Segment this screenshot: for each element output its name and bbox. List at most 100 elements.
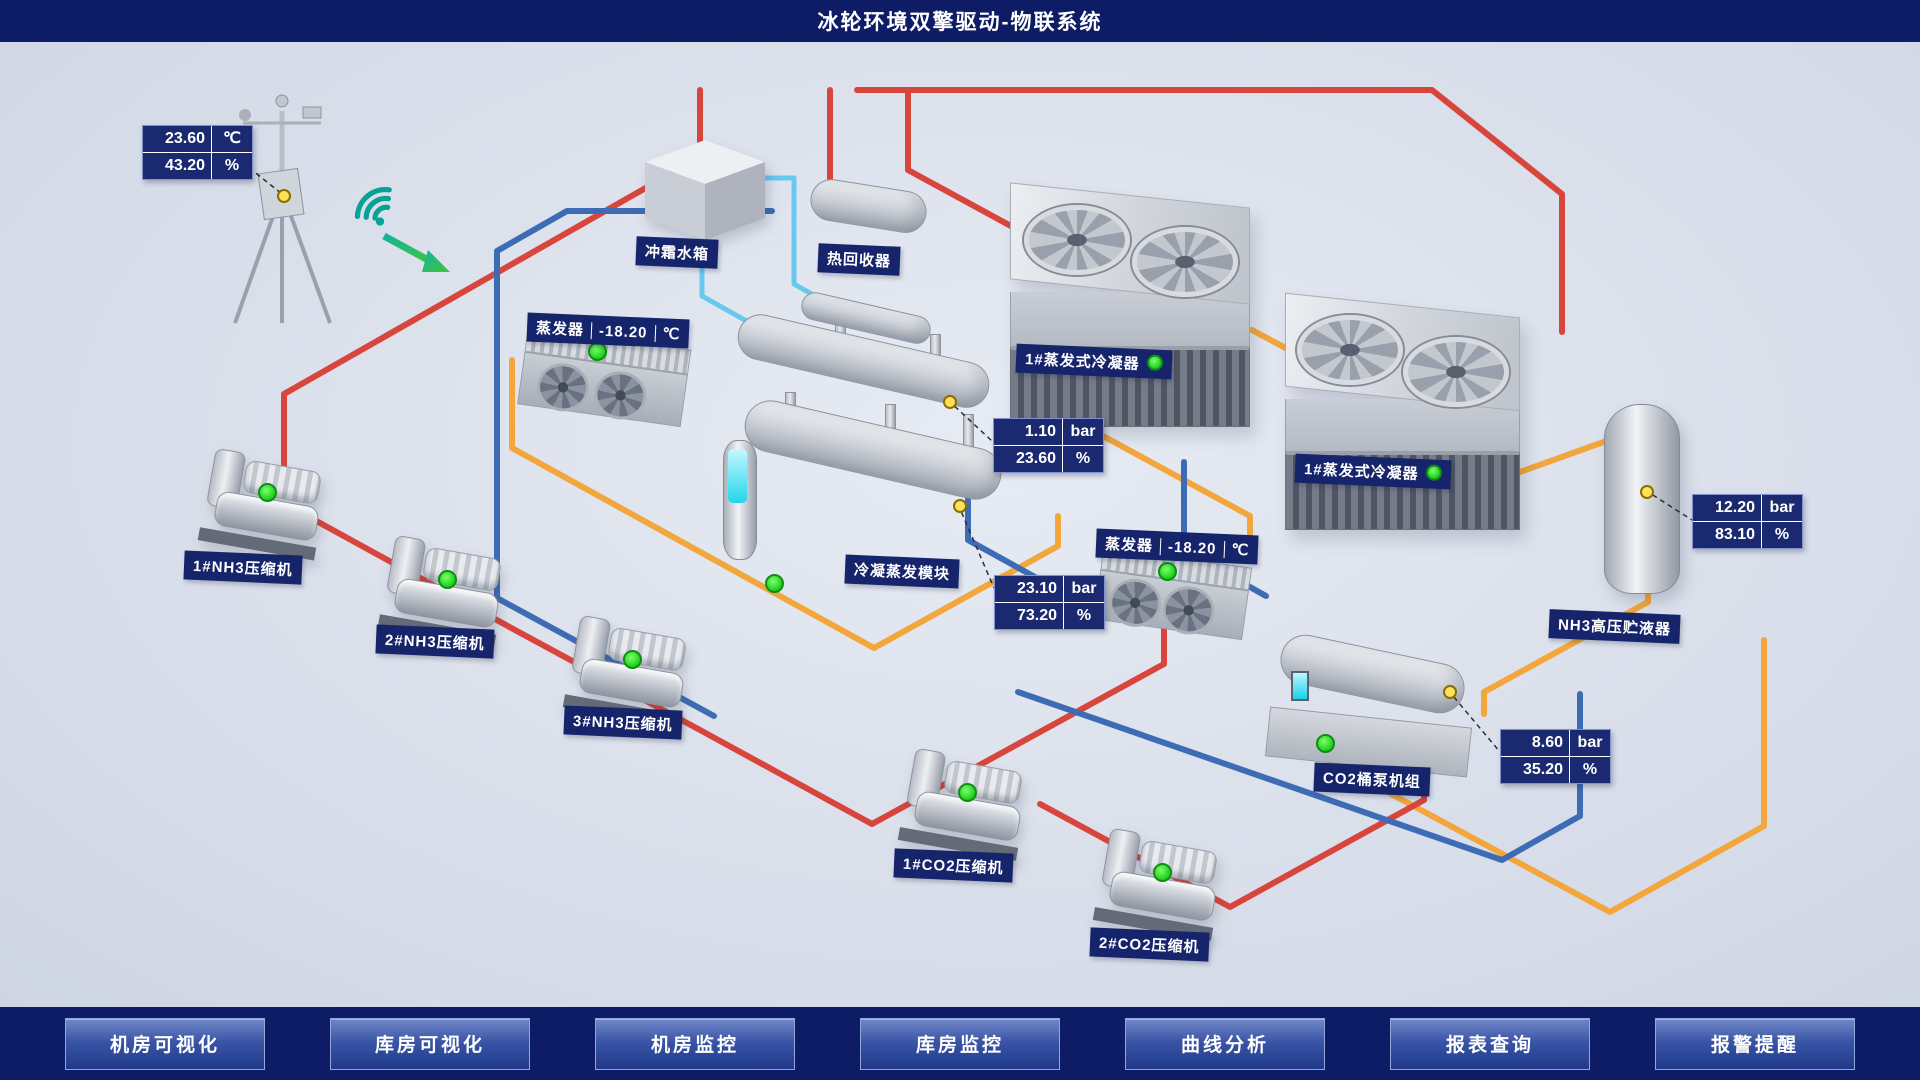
gauge-module-upper: 1.10 bar 23.60 % (993, 418, 1104, 473)
label-nh3-receiver: NH3高压贮液器 (1548, 609, 1681, 644)
gauge-row: 23.60 % (994, 445, 1103, 472)
status-dot (623, 650, 642, 669)
nav-alarm-reminder[interactable]: 报警提醒 (1655, 1017, 1855, 1070)
status-dot (958, 783, 977, 802)
fan-icon (1297, 315, 1403, 385)
gauge-row: 8.60 bar (1501, 730, 1610, 756)
gauge-unit: bar (1769, 499, 1795, 516)
evaporator-temp: -18.20 (590, 322, 648, 342)
sensor-marker (1443, 685, 1457, 699)
label-co2-compressor-2: 2#CO2压缩机 (1089, 927, 1210, 962)
evap-condenser-1-unit[interactable] (1010, 182, 1250, 427)
gauge-unit: % (1075, 450, 1091, 467)
gauge-row: 12.20 bar (1693, 495, 1802, 521)
wifi-icon (354, 186, 392, 226)
page-title: 冰轮环境双擎驱动-物联系统 (817, 11, 1103, 34)
gauge-value: 12.20 (1693, 495, 1762, 521)
liquid-level-indicator (1291, 671, 1309, 701)
co2-compressor-1-unit[interactable] (897, 743, 1033, 864)
gauge-value: 23.60 (143, 126, 212, 152)
gauge-nh3-receiver: 12.20 bar 83.10 % (1692, 494, 1803, 549)
defrost-tank-unit[interactable] (645, 140, 765, 240)
gauge-unit: ℃ (223, 130, 241, 147)
co2-compressor-2-unit[interactable] (1092, 823, 1228, 944)
condenser-name: 1#蒸发式冷凝器 (1024, 351, 1140, 373)
label-nh3-compressor-2: 2#NH3压缩机 (375, 624, 495, 659)
plant-scene: 23.60 ℃ 43.20 % 冲霜水箱 热回收器 (0, 42, 1920, 1007)
sensor-marker (953, 499, 967, 513)
bottom-nav: 机房可视化 库房可视化 机房监控 库房监控 曲线分析 报表查询 报警提醒 (0, 1007, 1920, 1080)
status-dot (1158, 562, 1177, 581)
nav-report-query[interactable]: 报表查询 (1390, 1017, 1590, 1070)
nav-curve-analysis[interactable]: 曲线分析 (1125, 1017, 1325, 1070)
nav-warehouse-visualization[interactable]: 库房可视化 (330, 1017, 530, 1070)
gauge-row: 35.20 % (1501, 756, 1610, 783)
module-vessel (739, 395, 1007, 505)
liquid-level-indicator (728, 449, 747, 504)
nh3-compressor-1-unit[interactable] (197, 444, 331, 565)
gauge-value: 73.20 (995, 603, 1064, 629)
gauge-row: 73.20 % (995, 602, 1104, 629)
evaporator-temp: -18.20 (1159, 538, 1217, 558)
anemometer-icon (239, 109, 251, 121)
gauge-unit: % (224, 157, 240, 174)
status-dot (1316, 734, 1335, 753)
sensor-marker (277, 189, 291, 203)
evaporator-temp-unit: ℃ (654, 325, 681, 344)
sensor-marker (1640, 485, 1654, 499)
label-heat-recovery: 热回收器 (817, 243, 901, 276)
co2-pump-unit[interactable] (1261, 630, 1476, 778)
nav-machine-room-monitoring[interactable]: 机房监控 (595, 1017, 795, 1070)
gauge-value: 1.10 (994, 419, 1063, 445)
gauge-unit: % (1582, 761, 1598, 778)
sensor-head-icon (275, 94, 289, 108)
gauge-ambient: 23.60 ℃ 43.20 % (142, 125, 253, 180)
gauge-unit: bar (1071, 580, 1097, 597)
status-dot (438, 570, 457, 589)
sensor-marker (943, 395, 957, 409)
status-dot (258, 483, 277, 502)
label-defrost-tank: 冲霜水箱 (635, 236, 719, 269)
fan-icon (1403, 337, 1509, 407)
evaporator-temp-unit: ℃ (1223, 541, 1250, 560)
weather-station[interactable] (215, 85, 350, 330)
label-co2-pump-unit: CO2桶泵机组 (1313, 762, 1431, 797)
fan-icon (1024, 205, 1130, 275)
module-column (723, 440, 757, 560)
gauge-module-lower: 23.10 bar 73.20 % (994, 575, 1105, 630)
evap-condenser-2-unit[interactable] (1285, 292, 1520, 530)
gauge-unit: % (1774, 526, 1790, 543)
nh3-receiver-unit[interactable] (1604, 404, 1680, 594)
gauge-value: 23.60 (994, 446, 1063, 472)
sensor-box-icon (302, 106, 322, 119)
cond-evap-module-unit[interactable] (715, 289, 1015, 587)
fan-icon (533, 359, 593, 415)
gauge-unit: bar (1070, 423, 1096, 440)
label-co2-compressor-1: 1#CO2压缩机 (893, 848, 1014, 883)
gauge-row: 1.10 bar (994, 419, 1103, 445)
gauge-co2-pump: 8.60 bar 35.20 % (1500, 729, 1611, 784)
status-dot (1153, 863, 1172, 882)
nav-machine-room-visualization[interactable]: 机房可视化 (65, 1017, 265, 1070)
gauge-row: 23.10 bar (995, 576, 1104, 602)
label-cond-evap-module: 冷凝蒸发模块 (844, 554, 960, 589)
gauge-row: 23.60 ℃ (143, 126, 252, 152)
label-nh3-compressor-3: 3#NH3压缩机 (563, 705, 683, 740)
evaporator-name: 蒸发器 (535, 319, 585, 339)
fan-icon (1132, 227, 1238, 297)
title-bar: 冰轮环境双擎驱动-物联系统 (0, 0, 1920, 42)
fan-icon (591, 367, 650, 423)
signal-arrow-icon (382, 232, 450, 272)
gauge-value: 43.20 (143, 153, 212, 179)
gauge-row: 43.20 % (143, 152, 252, 179)
nav-warehouse-monitoring[interactable]: 库房监控 (860, 1017, 1060, 1070)
gauge-row: 83.10 % (1693, 521, 1802, 548)
gauge-value: 8.60 (1501, 730, 1570, 756)
gauge-unit: bar (1577, 734, 1603, 751)
gauge-value: 23.10 (995, 576, 1064, 602)
gauge-value: 83.10 (1693, 522, 1762, 548)
status-dot (1146, 354, 1164, 371)
condenser-name: 1#蒸发式冷凝器 (1303, 461, 1419, 483)
tower-body (1285, 398, 1520, 451)
